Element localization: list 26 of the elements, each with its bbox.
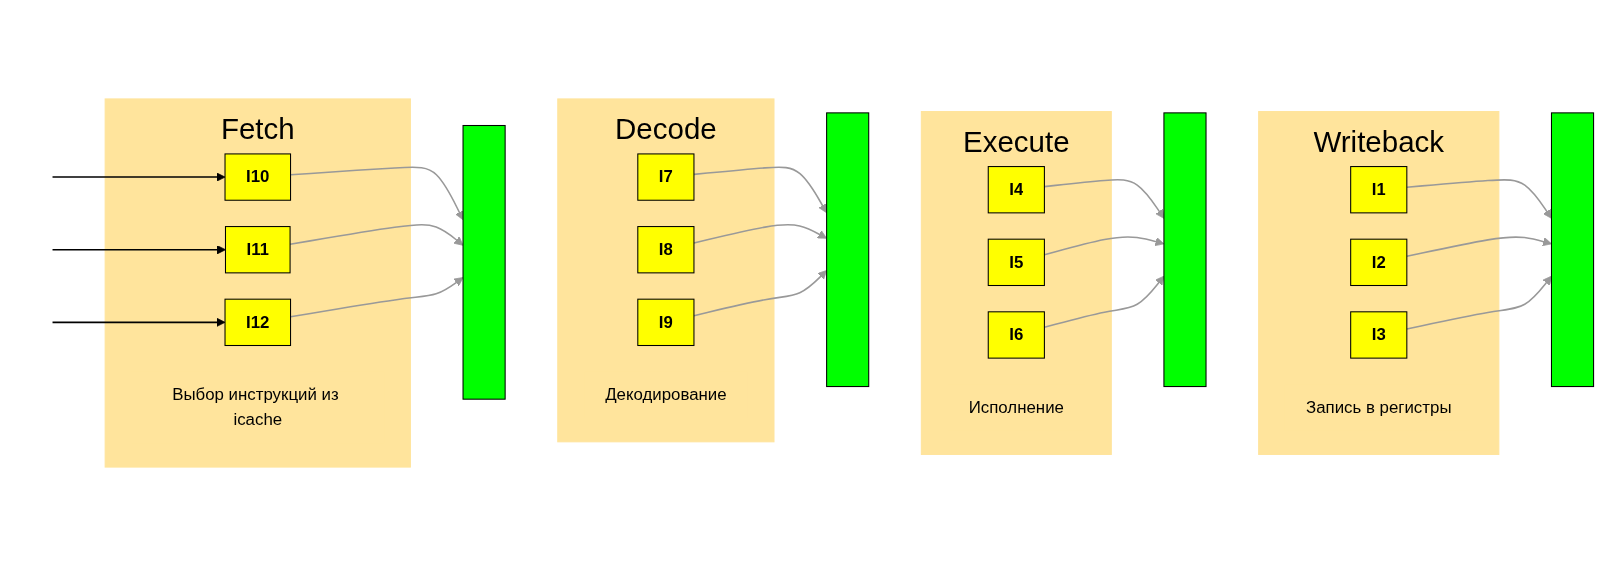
node-box: I5 [987, 238, 1045, 287]
arrow [1406, 275, 1552, 330]
node-bar [1550, 112, 1595, 388]
node-label: Запись в регистры [1306, 398, 1452, 417]
node-box: I2 [1350, 238, 1408, 287]
node-label: Декодирование [605, 385, 727, 404]
node-box: I10 [224, 153, 292, 201]
arrow [51, 172, 226, 182]
node-box: I7 [637, 153, 695, 201]
arrow [51, 245, 226, 255]
node-box: I11 [224, 226, 291, 274]
arrow [51, 317, 226, 327]
node-bar [462, 125, 506, 400]
node-box: I8 [637, 226, 695, 274]
node-box: I6 [987, 311, 1045, 359]
node-bar [826, 112, 870, 388]
arrow [1406, 179, 1552, 219]
node-box: I1 [1350, 166, 1408, 214]
node-box: I4 [987, 166, 1045, 214]
node-box: I12 [224, 298, 292, 347]
node-label: Выбор инструкций из icache [172, 385, 339, 429]
node-box: I3 [1350, 311, 1408, 359]
node-box: I9 [637, 298, 695, 347]
arrow [1406, 236, 1552, 258]
node-bar [1163, 112, 1207, 388]
node-label: Исполнение [968, 398, 1064, 417]
